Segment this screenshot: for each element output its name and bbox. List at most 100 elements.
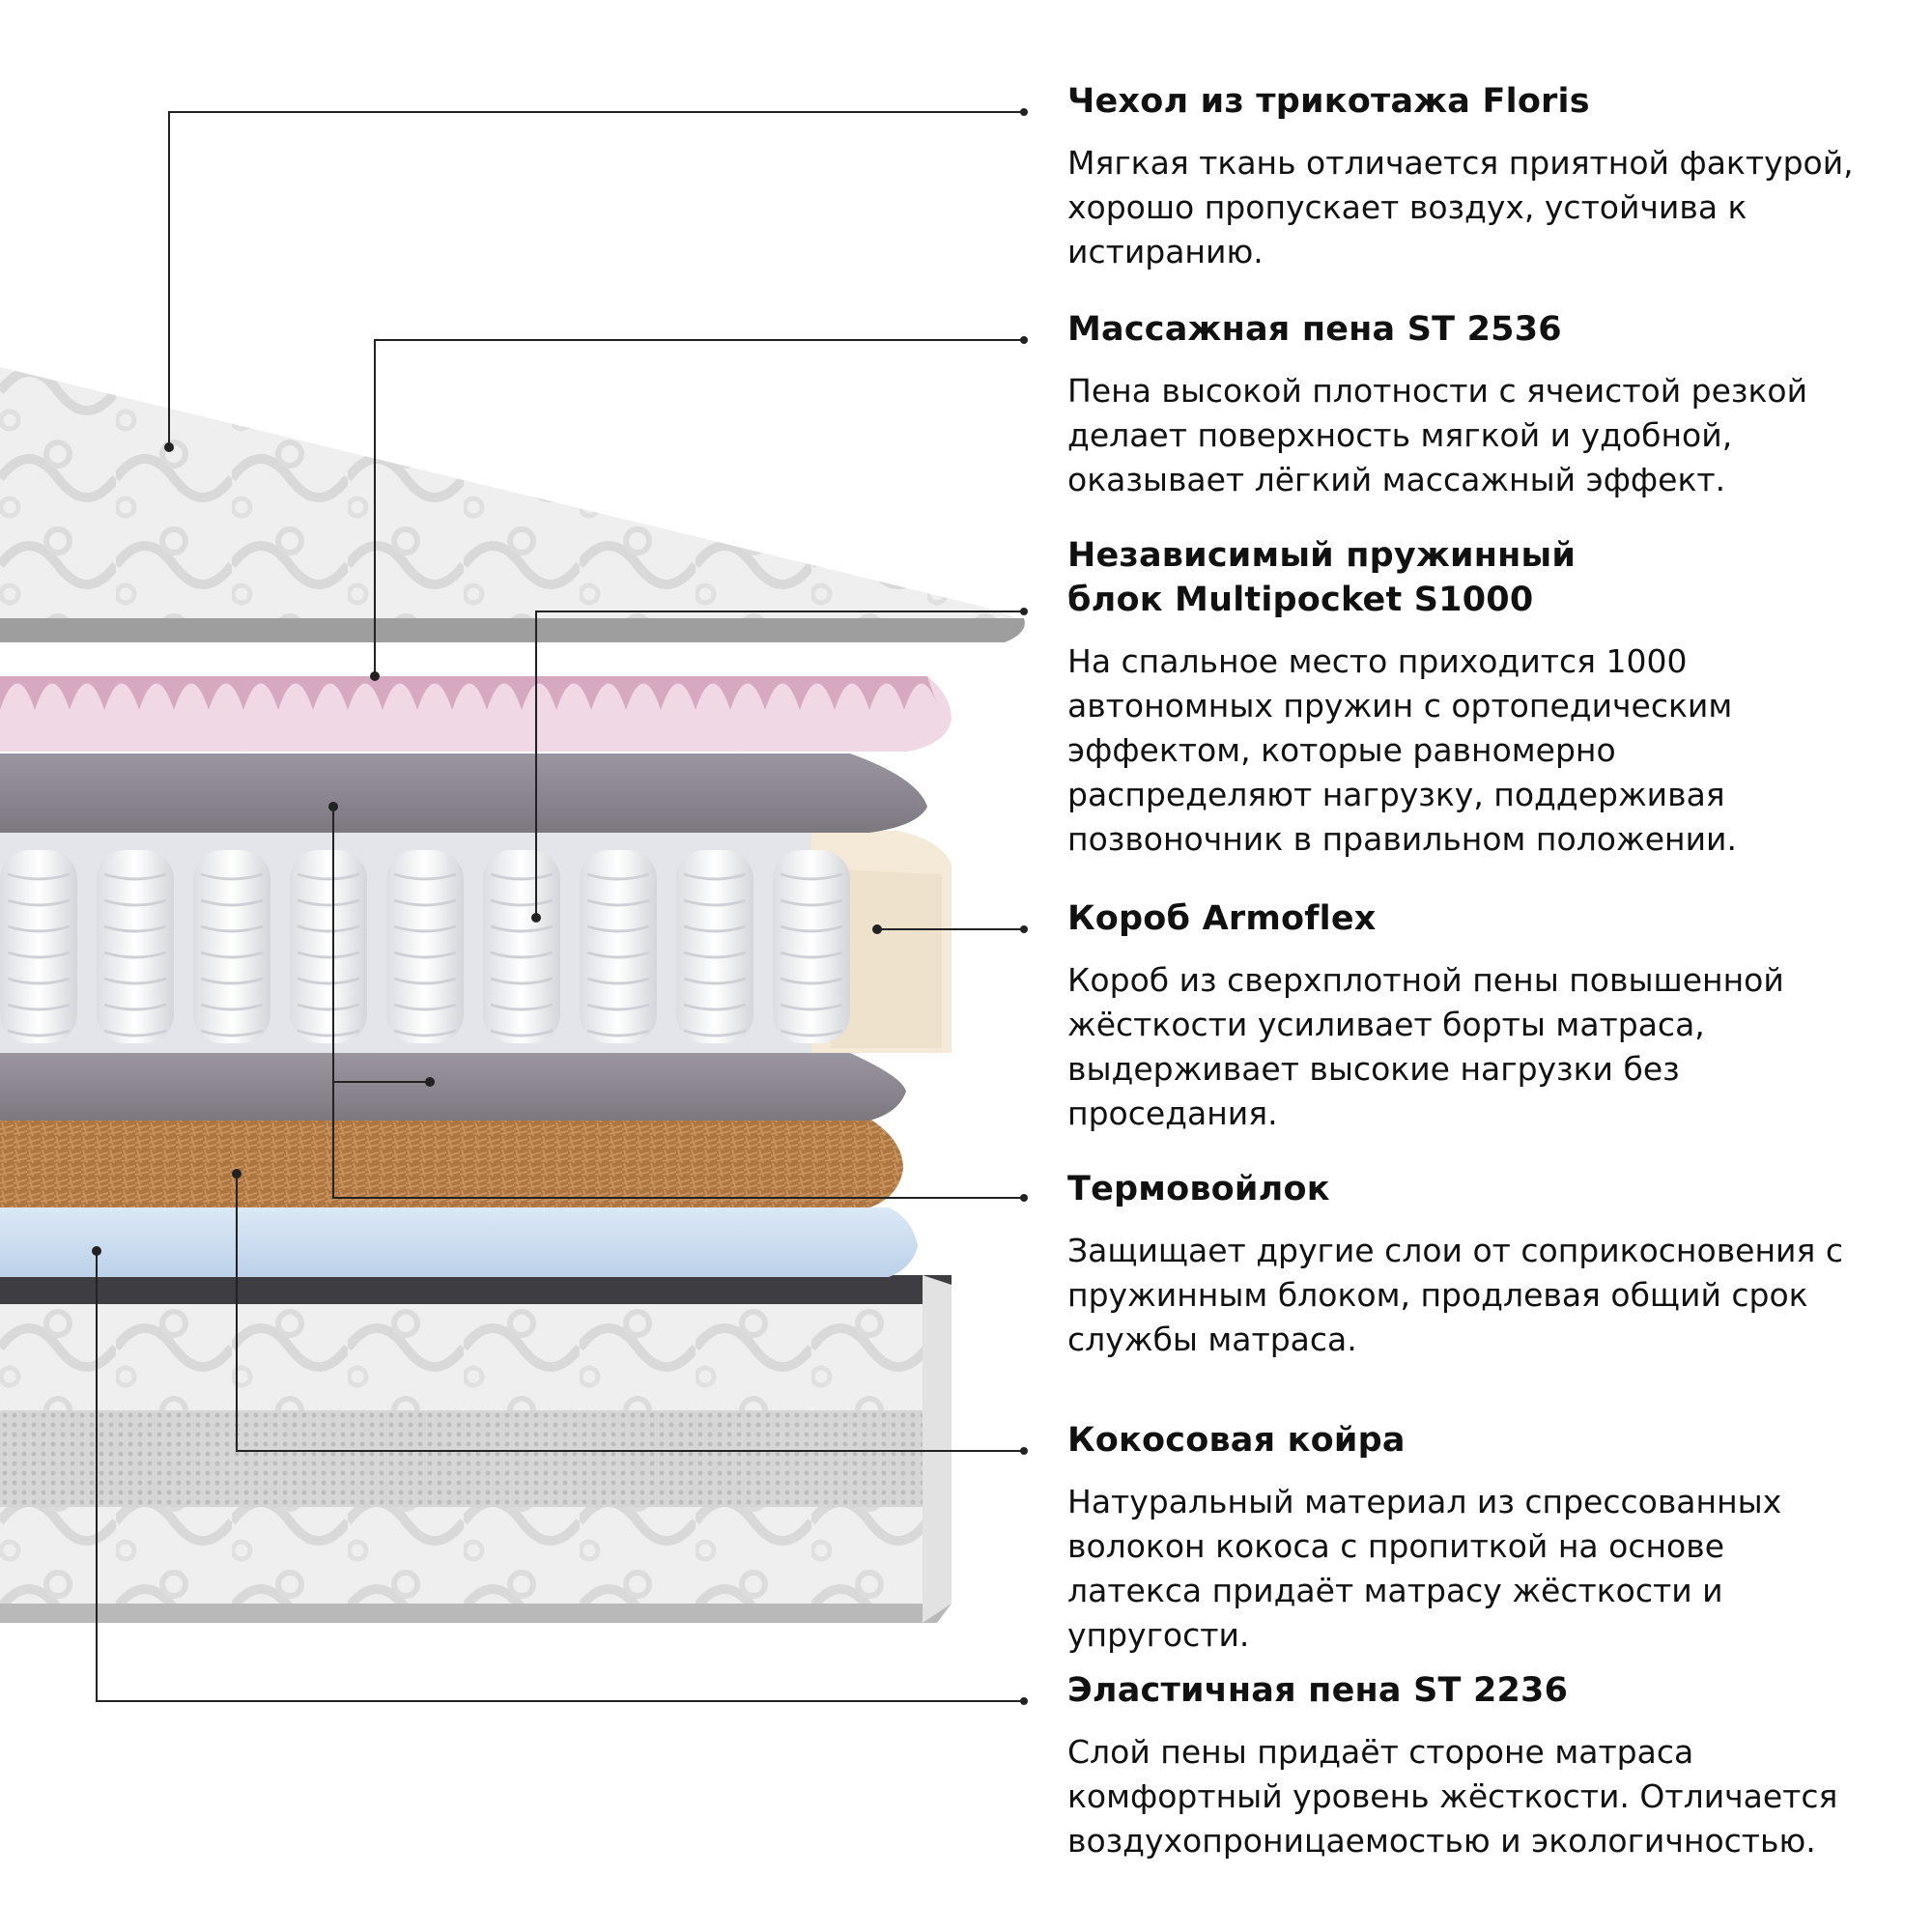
- spring-coil: [490, 898, 554, 907]
- spring-coil: [7, 951, 71, 959]
- spring-coil: [200, 924, 264, 933]
- spring-coil: [683, 1029, 747, 1037]
- spring-coil: [7, 924, 71, 933]
- layer-description: На спальное место приходится 1000 автоно…: [1067, 642, 1737, 858]
- spring-coil: [200, 872, 264, 881]
- spring-coil: [490, 1003, 554, 1011]
- layer-description: Короб из сверхплотной пены повышенной жё…: [1067, 961, 1784, 1132]
- callout-massage-foam: Массажная пена ST 2536 Пена высокой плот…: [1067, 307, 1898, 502]
- spring-pocket: [97, 850, 174, 1043]
- spring-coil: [393, 872, 457, 881]
- spring-coil: [586, 898, 650, 907]
- spring-coil: [200, 1029, 264, 1037]
- spring-coil: [780, 1029, 843, 1037]
- spring-coil: [586, 924, 650, 933]
- spring-coil: [780, 924, 843, 933]
- callout-coir: Кокосовая койра Натуральный материал из …: [1067, 1418, 1898, 1658]
- callout-elastic-foam: Эластичная пена ST 2236 Слой пены придаё…: [1067, 1668, 1898, 1863]
- spring-coil: [490, 1029, 554, 1037]
- layer-title: Кокосовая койра: [1067, 1421, 1406, 1460]
- spring-pocket: [290, 850, 367, 1043]
- spring-coil: [393, 1003, 457, 1011]
- coir-layer: [0, 1119, 903, 1208]
- layer-title: Термовойлок: [1067, 1170, 1330, 1208]
- spring-coil: [586, 1029, 650, 1037]
- spring-coil: [586, 977, 650, 985]
- spring-coil: [297, 924, 360, 933]
- spring-coil: [7, 1003, 71, 1011]
- layer-title: Короб Armoflex: [1067, 899, 1377, 938]
- spring-coil: [490, 977, 554, 985]
- spring-coil: [586, 951, 650, 959]
- spring-coil: [490, 872, 554, 881]
- spring-coil: [393, 977, 457, 985]
- leader-dots: [92, 108, 1028, 1705]
- callout-armoflex: Короб Armoflex Короб из сверхплотной пен…: [1067, 896, 1898, 1136]
- top-cover: [0, 367, 1026, 642]
- spring-coil: [393, 898, 457, 907]
- spring-coil: [683, 872, 747, 881]
- spring-coil: [490, 924, 554, 933]
- spring-coil: [103, 977, 167, 985]
- spring-coil: [297, 1003, 360, 1011]
- layer-title: Независимый пружинный блок Multipocket S…: [1067, 536, 1577, 619]
- spring-coil: [7, 977, 71, 985]
- spring-coil: [683, 951, 747, 959]
- spring-coil: [780, 977, 843, 985]
- callout-thermofelt: Термовойлок Защищает другие слои от сопр…: [1067, 1167, 1898, 1362]
- spring-coil: [490, 951, 554, 959]
- spring-coil: [393, 951, 457, 959]
- spring-coil: [297, 977, 360, 985]
- spring-coil: [103, 1003, 167, 1011]
- spring-pocket: [193, 850, 270, 1043]
- spring-coil: [683, 898, 747, 907]
- layer-description: Натуральный материал из спрессованных во…: [1067, 1483, 1782, 1654]
- spring-coil: [200, 951, 264, 959]
- spring-coil: [103, 1029, 167, 1037]
- spring-coil: [7, 872, 71, 881]
- layer-title: Чехол из трикотажа Floris: [1067, 82, 1590, 121]
- spring-coil: [200, 1003, 264, 1011]
- callout-spring-block: Независимый пружинный блок Multipocket S…: [1067, 533, 1898, 862]
- spring-pocket: [773, 850, 850, 1043]
- spring-coil: [586, 872, 650, 881]
- spring-coil: [103, 872, 167, 881]
- layer-title: Массажная пена ST 2536: [1067, 310, 1562, 349]
- massage-foam-layer: [0, 676, 952, 752]
- spring-coil: [297, 951, 360, 959]
- spring-pocket: [483, 850, 560, 1043]
- spring-coil: [586, 1003, 650, 1011]
- spring-coil: [103, 898, 167, 907]
- spring-coil: [297, 1029, 360, 1037]
- spring-block: [0, 831, 850, 1053]
- spring-coil: [200, 898, 264, 907]
- spring-coil: [683, 924, 747, 933]
- spring-coil: [393, 924, 457, 933]
- spring-coil: [780, 1003, 843, 1011]
- spring-coil: [7, 898, 71, 907]
- upper-felt-layer: [0, 753, 927, 833]
- spring-pocket: [386, 850, 464, 1043]
- spring-coil: [200, 977, 264, 985]
- spring-coil: [103, 924, 167, 933]
- layer-description: Защищает другие слои от соприкосновения …: [1067, 1232, 1843, 1358]
- leader-lines: [96, 111, 1024, 1702]
- spring-coil: [103, 951, 167, 959]
- callout-cover: Чехол из трикотажа Floris Мягкая ткань о…: [1067, 79, 1898, 274]
- spring-coil: [683, 1003, 747, 1011]
- layer-title: Эластичная пена ST 2236: [1067, 1671, 1569, 1710]
- spring-coil: [780, 872, 843, 881]
- spring-coil: [7, 1029, 71, 1037]
- elastic-foam-layer: [0, 1208, 918, 1277]
- lower-felt-layer: [0, 1053, 906, 1121]
- spring-coil: [297, 872, 360, 881]
- base-cover: [0, 1275, 952, 1623]
- spring-coil: [297, 898, 360, 907]
- spring-coil: [780, 951, 843, 959]
- layer-description: Слой пены придаёт стороне матраса комфор…: [1067, 1733, 1838, 1860]
- spring-coil: [683, 977, 747, 985]
- spring-pocket: [0, 850, 77, 1043]
- spring-coil: [780, 898, 843, 907]
- spring-coil: [393, 1029, 457, 1037]
